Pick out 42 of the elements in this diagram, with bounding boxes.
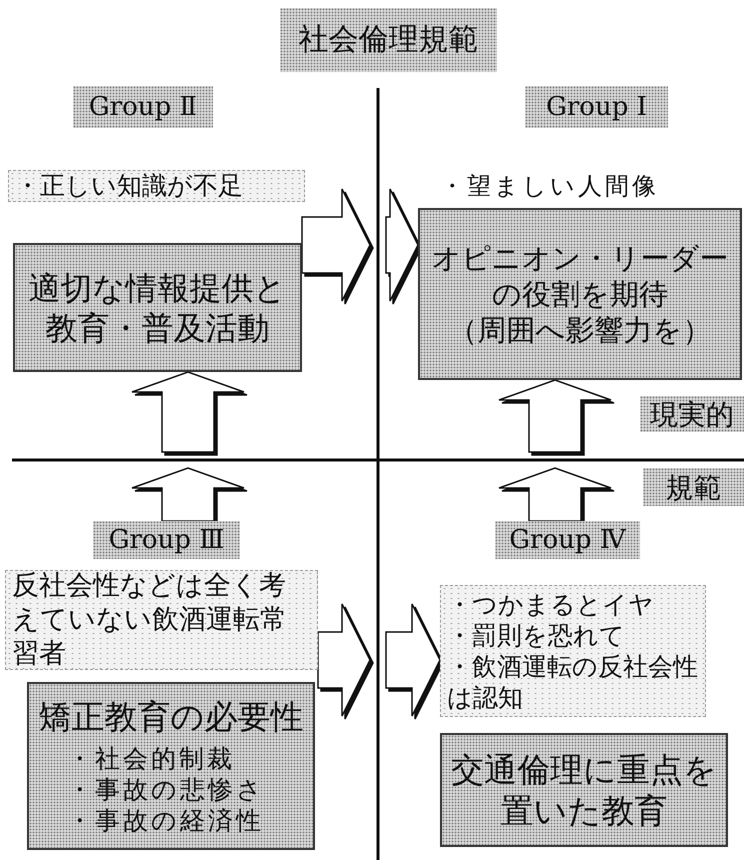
- group-label: [495, 521, 640, 559]
- measure-box: [27, 682, 315, 850]
- block-arrow: [131, 467, 245, 522]
- box-text: ・飲酒運転の反社会性は認知: [447, 651, 699, 714]
- measure-box: [13, 243, 302, 372]
- box-text: ・正しい知識が不足: [15, 170, 243, 202]
- box-text: Group Ⅲ: [108, 524, 224, 556]
- block-arrow: [131, 371, 245, 453]
- block-arrow: [317, 603, 371, 717]
- block-arrow: [385, 603, 441, 717]
- note-text: ・望ましい人間像: [440, 171, 659, 202]
- axis-label: [640, 396, 744, 432]
- box-text: Group Ⅳ: [509, 524, 626, 556]
- box-text: ・事故の悲惨さ: [67, 774, 265, 806]
- box-text: ・事故の経済性: [67, 805, 264, 836]
- box-text: 社会倫理規範: [298, 21, 478, 59]
- box-text: 適切な情報提供と教育・普及活動: [28, 268, 288, 348]
- group-label: [525, 86, 668, 128]
- box-text: Group Ⅰ: [546, 90, 647, 124]
- block-arrow: [498, 467, 612, 522]
- note-box: [440, 585, 706, 717]
- box-text: Group Ⅱ: [88, 90, 198, 124]
- box-text: 反社会性などは全く考えていない飲酒運転常習者: [12, 569, 288, 671]
- box-text: 現実的: [650, 396, 734, 432]
- box-heading: 矯正教育の必要性: [38, 696, 304, 737]
- box-text: （周囲へ影響力を）: [448, 312, 712, 348]
- box-text: ・罰則を恐れて: [447, 620, 625, 651]
- group-label: [73, 86, 213, 128]
- block-arrow: [385, 188, 419, 302]
- axis-label: [280, 8, 497, 72]
- box-text: 交通倫理に重点を置いた教育: [450, 748, 718, 832]
- box-text: 規範: [666, 470, 722, 504]
- axis-label: [643, 468, 744, 506]
- box-text: ・つかまるとイヤ: [447, 588, 654, 620]
- measure-box: [418, 208, 742, 380]
- group-label: [93, 521, 240, 559]
- measure-box: [440, 733, 728, 847]
- block-arrow: [301, 188, 371, 302]
- box-heading: オピニオン・リーダーの役割を期待: [430, 240, 730, 312]
- note-box: [8, 170, 305, 202]
- block-arrow: [498, 379, 612, 453]
- box-text: ・社会的制裁: [67, 742, 235, 774]
